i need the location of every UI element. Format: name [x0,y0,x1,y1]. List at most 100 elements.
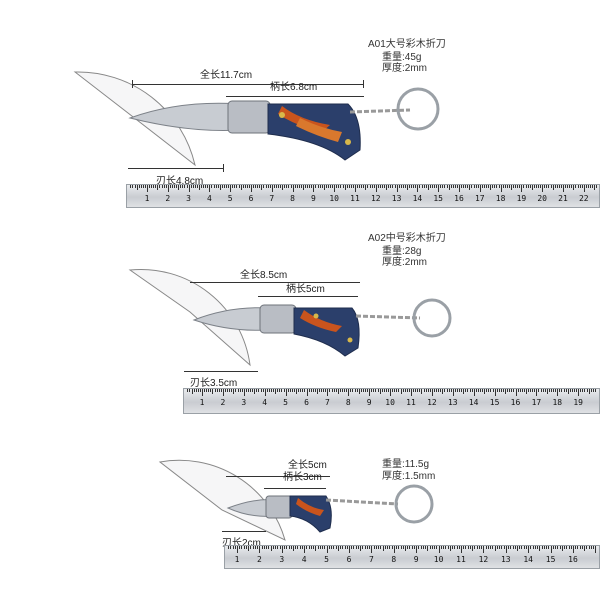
ruler-number: 12 [427,398,437,407]
ruler-tick [508,546,510,549]
ruler-tick [300,185,302,188]
ruler-tick [459,389,461,392]
ruler-tick [353,546,355,549]
ruler-number: 12 [370,194,381,203]
ruler-tick [329,389,331,392]
ruler-tick [269,185,271,188]
ruler-tick [209,185,211,192]
ruler-tick [245,389,247,392]
ruler-tick [220,389,222,392]
ruler-tick [390,185,392,188]
ruler-tick [527,185,529,188]
ruler-tick [456,185,458,188]
ruler-tick [350,389,352,392]
ruler-tick [311,185,313,188]
ruler-tick [319,389,321,392]
ruler-number: 7 [324,398,330,407]
ruler-tick [530,389,532,392]
ruler-tick [463,389,465,394]
ruler-tick [517,389,519,392]
ruler-tick [534,389,536,392]
ruler-tick [201,185,203,188]
ruler-tick [555,546,557,549]
ruler-tick [357,185,359,188]
ruler-tick [398,185,400,188]
ruler-tick [396,389,398,392]
handle-length-line [258,296,358,297]
ruler-tick [273,389,275,392]
ruler-tick [446,389,448,392]
ruler-tick [523,389,525,392]
ruler-tick [409,546,411,549]
ruler-tick [219,185,221,190]
ruler-tick [342,389,344,392]
ruler-tick [306,546,308,549]
ruler-tick [382,546,384,551]
ruler-tick [423,389,425,392]
ruler-number: 1 [199,398,205,407]
ruler-number: 15 [433,194,444,203]
ruler-tick [217,185,219,188]
ruler-tick [486,389,488,392]
ruler-tick [199,389,201,392]
ruler-tick [205,185,207,188]
ruler-tick [244,185,246,188]
ruler-tick [385,389,387,392]
ruler-tick [230,546,232,549]
ruler-tick [413,185,415,188]
ruler-tick [440,546,442,549]
ruler-tick [367,185,369,188]
ruler-tick [563,185,564,192]
ruler-tick [222,389,224,396]
total-length-label: 全长5cm [288,460,327,471]
ruler-tick [471,389,473,392]
total-length-label: 全长8.5cm [240,270,288,281]
ruler-tick [228,185,230,188]
ruler-tick [360,546,362,551]
ruler-tick [363,185,365,188]
ruler-tick [568,546,570,549]
ruler-tick [560,185,562,188]
ruler-tick [268,546,270,549]
ruler-tick [257,185,259,188]
ruler-tick [335,389,337,392]
ruler-tick [327,389,329,396]
ruler-tick [494,546,496,551]
ruler-tick [296,389,298,394]
ruler-tick [447,546,449,549]
ruler-tick [259,546,261,553]
ruler-tick [546,389,548,394]
ruler-tick [511,389,513,392]
ruler-tick [321,389,323,392]
ruler-tick [340,546,342,549]
ruler-tick [525,389,527,394]
ruler-tick [241,546,243,549]
ruler-tick [537,546,539,549]
ruler-tick [218,389,220,392]
ruler-number: 17 [474,194,485,203]
ruler-tick [323,185,325,190]
ruler-number: 6 [346,555,352,564]
ruler-tick [348,185,350,188]
ruler-tick [548,389,550,392]
ruler-number: 16 [510,398,521,407]
blade-length-line [222,531,266,532]
ruler-tick [283,389,285,392]
ruler-tick [337,546,339,551]
ruler-tick [515,389,517,396]
ruler-tick [275,185,277,188]
ruler-tick [474,546,476,549]
ruler-tick [417,389,419,392]
ruler-number: 15 [489,398,500,407]
ruler-tick [461,185,463,188]
ruler-tick [149,185,151,188]
ruler-tick [484,389,486,394]
ruler-tick [155,185,157,188]
ruler-tick [528,546,530,553]
ruler-tick [210,389,212,392]
dim-tick [223,164,224,172]
ruler-tick [427,546,429,551]
ruler-tick [380,546,382,549]
ruler-tick [130,185,132,188]
